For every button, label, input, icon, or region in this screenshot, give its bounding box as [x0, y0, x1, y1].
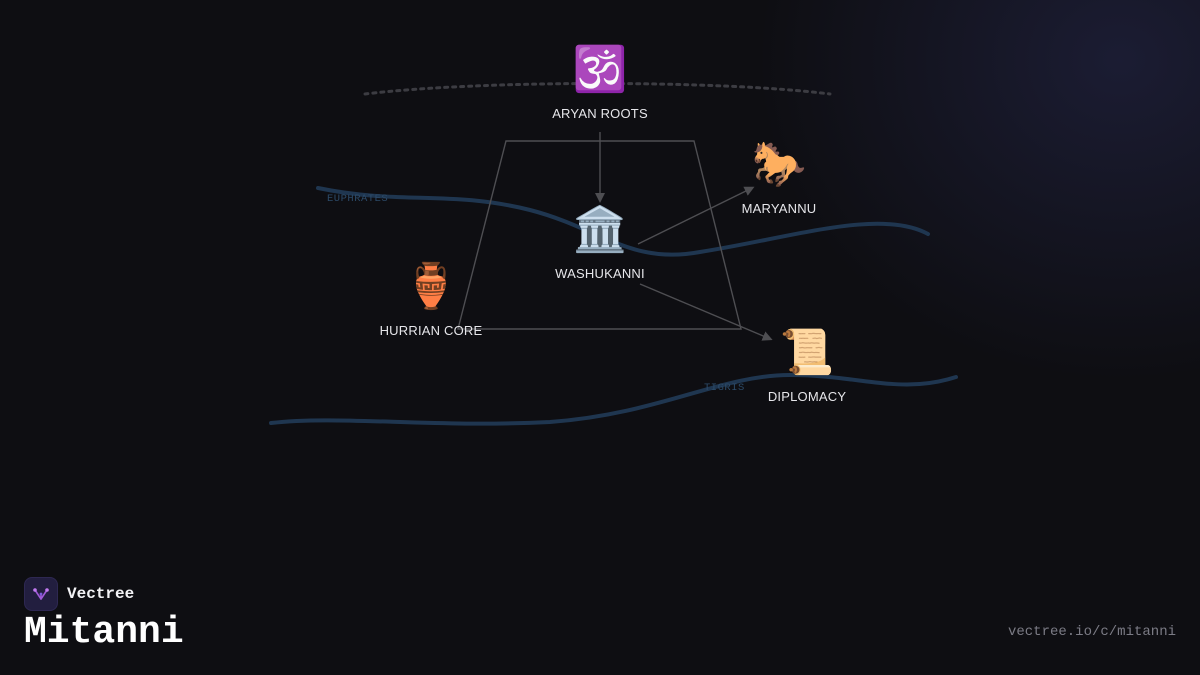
classical-building-icon: 🏛️ — [572, 204, 628, 255]
node-label-diplomacy: DIPLOMACY — [767, 389, 847, 404]
node-label-aryan-roots: ARYAN ROOTS — [552, 106, 648, 121]
node-label-hurrian-core: HURRIAN CORE — [379, 323, 483, 338]
amphora-icon: 🏺 — [403, 261, 459, 312]
node-aryan-roots[interactable]: 🕉️ ARYAN ROOTS — [500, 44, 700, 121]
om-icon: 🕉️ — [572, 44, 628, 95]
arrow-washukanni-to-maryannu — [637, 186, 755, 245]
euphrates-river — [316, 186, 930, 257]
node-hurrian-core[interactable]: 🏺 HURRIAN CORE — [331, 261, 531, 338]
euphrates-label: EUPHRATES — [327, 193, 389, 205]
vectree-logo-icon — [24, 577, 58, 611]
arrow-washukanni-to-diplomacy — [639, 283, 773, 341]
node-label-washukanni: WASHUKANNI — [555, 266, 645, 281]
node-diplomacy[interactable]: 📜 DIPLOMACY — [707, 327, 907, 404]
frontier-dotted-arc — [363, 82, 832, 96]
node-label-maryannu: MARYANNU — [741, 201, 817, 216]
brand-name: Vectree — [67, 585, 135, 603]
tigris-label: TIGRIS — [704, 382, 745, 394]
node-washukanni[interactable]: 🏛️ WASHUKANNI — [500, 204, 700, 281]
territory-outline — [457, 140, 742, 330]
horse-icon: 🐎 — [751, 139, 807, 190]
brand[interactable]: Vectree — [24, 577, 134, 611]
page-url[interactable]: vectree.io/c/mitanni — [1007, 624, 1176, 640]
tigris-river — [269, 372, 958, 426]
scroll-icon: 📜 — [779, 327, 835, 378]
node-maryannu[interactable]: 🐎 MARYANNU — [679, 139, 879, 216]
page-title: Mitanni — [24, 611, 184, 654]
